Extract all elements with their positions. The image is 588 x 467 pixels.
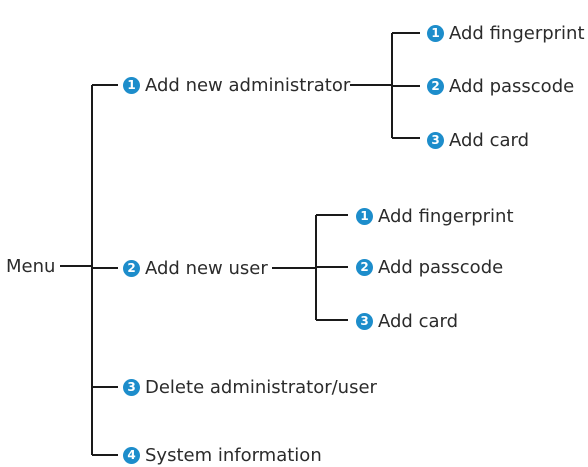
item-label: Delete administrator/user [145,376,377,398]
item-system-information: 4 System information [123,443,322,467]
sub-item-label: Add passcode [378,256,504,278]
item-delete-administrator-user: 3 Delete administrator/user [123,375,377,399]
user-sub-add-card: 3 Add card [356,309,458,333]
sub-item-label: Add fingerprint [449,22,585,44]
number-badge-4: 4 [123,446,140,464]
sub-item-label: Add card [378,310,459,332]
root-node-menu: Menu [6,254,55,278]
user-sub-add-passcode: 2 Add passcode [356,255,503,279]
user-sub-add-fingerprint: 1 Add fingerprint [356,204,514,228]
sub-item-label: Add passcode [449,75,575,97]
number-badge-2: 2 [123,259,140,277]
number-badge-3: 3 [356,312,373,330]
number-badge-3: 3 [123,378,140,396]
admin-sub-add-card: 3 Add card [427,128,529,152]
number-badge-1: 1 [356,207,373,225]
admin-sub-add-passcode: 2 Add passcode [427,74,574,98]
number-badge-1: 1 [427,24,444,42]
item-label: Add new user [145,257,268,279]
item-label: Add new administrator [145,74,351,96]
item-add-new-user: 2 Add new user [123,256,268,280]
admin-sub-add-fingerprint: 1 Add fingerprint [427,21,585,45]
item-label: System information [145,444,322,466]
number-badge-2: 2 [356,258,373,276]
root-label: Menu [6,255,56,277]
item-add-new-administrator: 1 Add new administrator [123,73,350,97]
number-badge-2: 2 [427,77,444,95]
sub-item-label: Add card [449,129,530,151]
sub-item-label: Add fingerprint [378,205,514,227]
number-badge-3: 3 [427,131,444,149]
number-badge-1: 1 [123,76,140,94]
